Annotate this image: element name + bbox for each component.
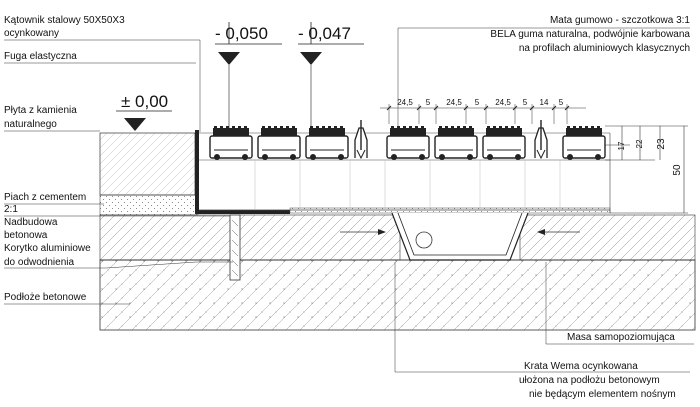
- level-2-text: - 0,047: [298, 24, 351, 43]
- level-marker-1: - 0,050: [215, 22, 282, 128]
- right-dimensions: [605, 125, 688, 214]
- trough-label-2: do odwodnienia: [4, 257, 74, 268]
- label-sand-cement: Piach z cementem 2:1: [4, 192, 104, 215]
- label-stone-slab: Płyta z kamienia naturalnego: [4, 105, 100, 132]
- level-1-text: - 0,050: [215, 24, 268, 43]
- dim-right-22: 22: [635, 139, 644, 148]
- dim-top-8: 5: [559, 98, 564, 107]
- concrete-base-label: Podłoże betonowe: [4, 292, 87, 303]
- dim-top-5: 24,5: [495, 98, 511, 107]
- dim-right-23: 23: [656, 138, 667, 150]
- flow-arrow-right: [537, 229, 580, 235]
- mat-profiles: [209, 120, 606, 160]
- mat-profile: [386, 126, 430, 160]
- mat-profile: [434, 126, 478, 160]
- sand-cement-label-2: 2:1: [4, 204, 18, 215]
- dim-top-4: 5: [475, 98, 480, 107]
- dim-right-17: 17: [617, 141, 626, 150]
- grating-label-2: ułożona na podłożu betonowym: [519, 375, 660, 386]
- dim-top-1: 24,5: [397, 98, 413, 107]
- stone-slab-label-1: Płyta z kamienia: [4, 105, 77, 116]
- grating-label-1: Krata Wema ocynkowana: [524, 361, 638, 372]
- label-concrete-base: Podłoże betonowe: [4, 292, 130, 305]
- mat-label-2: BELA guma naturalna, podwójnie karbowana: [490, 29, 690, 40]
- level-marker-2: - 0,047: [298, 22, 364, 128]
- trough-label-1: Korytko aluminiowe: [4, 243, 91, 254]
- superstructure-label-2: betonowa: [4, 230, 48, 241]
- mat-profile: [305, 126, 349, 160]
- dim-top-6: 5: [523, 98, 528, 107]
- mat-profile: [257, 126, 301, 160]
- label-self-leveling: Masa samopoziomująca: [545, 262, 694, 345]
- grating-label-3: nie będącym elementem nośnym: [529, 389, 676, 400]
- top-dimensions: 24,5 5 24,5 5 24,5 5 14 5: [380, 98, 586, 124]
- label-steel-angle: Kątownik stalowy 50X50X3 ocynkowany: [4, 15, 201, 132]
- label-elastic-joint: Fuga elastyczna: [4, 51, 196, 64]
- drainage-channel: [391, 212, 529, 261]
- aluminum-trough: [229, 214, 241, 281]
- concrete-base: [99, 259, 696, 331]
- dim-top-3: 24,5: [446, 98, 462, 107]
- flow-arrow-left: [340, 229, 386, 235]
- label-mat: Mata gumowo - szczotkowa 3:1 BELA guma n…: [397, 15, 690, 128]
- mat-profile: [482, 126, 526, 160]
- mat-label-1: Mata gumowo - szczotkowa 3:1: [550, 15, 690, 26]
- self-leveling-label: Masa samopoziomująca: [567, 332, 675, 343]
- steel-angle-label-1: Kątownik stalowy 50X50X3: [4, 15, 125, 26]
- concrete-superstructure: [99, 214, 696, 261]
- steel-angle-label-2: ocynkowany: [4, 28, 59, 39]
- label-concrete-superstructure: Nadbudowa betonowa: [4, 215, 230, 241]
- elastic-joint-label: Fuga elastyczna: [4, 51, 77, 62]
- dim-right-50: 50: [672, 164, 683, 176]
- level-zero-text: ± 0,00: [121, 92, 168, 111]
- mat-profile: [562, 126, 606, 160]
- label-grating: Krata Wema ocynkowana ułożona na podłożu…: [394, 262, 690, 400]
- sand-cement-layer: [99, 194, 199, 216]
- stone-slab-label-2: naturalnego: [4, 119, 57, 130]
- mat-label-3: na profilach aluminiowych klasycznych: [519, 43, 690, 54]
- stone-slab: [99, 132, 196, 196]
- mat-profile: [209, 126, 253, 160]
- dim-top-7: 14: [540, 98, 549, 107]
- brush-insert: [534, 120, 548, 160]
- level-marker-zero: ± 0,00: [116, 92, 172, 131]
- sand-cement-label-1: Piach z cementem: [4, 192, 86, 203]
- dim-top-2: 5: [426, 98, 431, 107]
- superstructure-label-1: Nadbudowa: [4, 217, 58, 228]
- label-aluminum-trough: Korytko aluminiowe do odwodnienia: [4, 243, 233, 269]
- brush-insert: [354, 120, 368, 160]
